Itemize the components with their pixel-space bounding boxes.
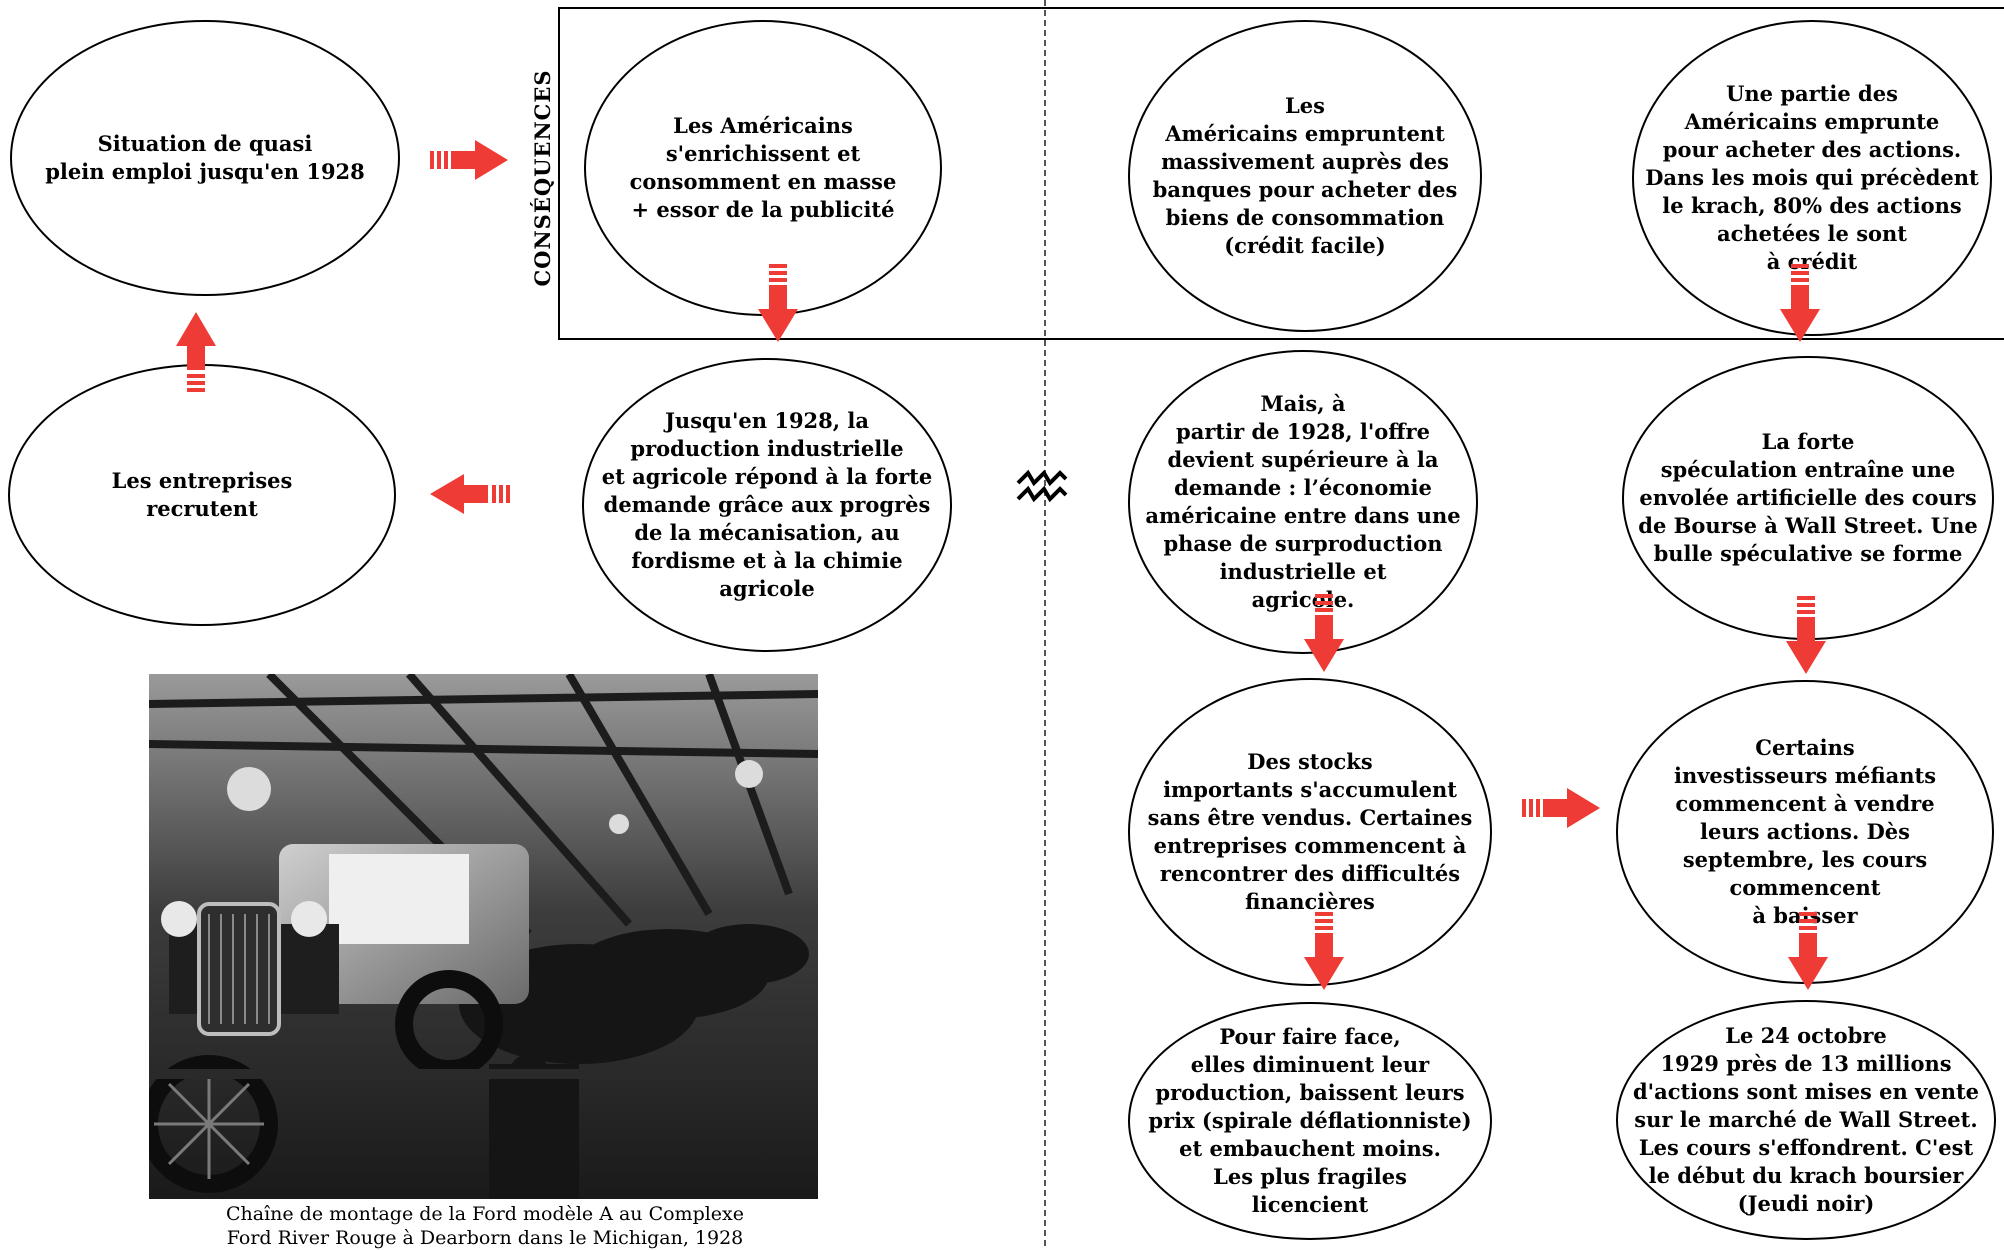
node-overproduction: Mais, à partir de 1928, l'offre devient … — [1128, 350, 1478, 654]
node-enrich-text: Les Américains s'enrichissent et consomm… — [629, 113, 897, 222]
break-wave-icon — [1016, 469, 1068, 503]
node-enrich: Les Américains s'enrichissent et consomm… — [584, 20, 942, 316]
arrow-down-3 — [1304, 594, 1344, 672]
arrow-down-1 — [758, 264, 798, 342]
node-cut: Pour faire face, elles diminuent leur pr… — [1128, 1002, 1492, 1240]
node-krach-text: Le 24 octobre 1929 près de 13 millions d… — [1632, 1023, 1980, 1216]
node-krach: Le 24 octobre 1929 près de 13 millions d… — [1616, 1000, 1996, 1240]
node-sell-text: Certains investisseurs méfiants commence… — [1673, 735, 1937, 928]
arrow-down-2 — [1780, 264, 1820, 342]
photo-caption: Chaîne de montage de la Ford modèle A au… — [225, 1203, 745, 1249]
node-production-text: Jusqu'en 1928, la production industriell… — [601, 408, 933, 601]
node-stocks: Des stocks importants s'accumulent sans … — [1128, 678, 1492, 986]
arrow-right-1 — [430, 140, 508, 180]
node-production: Jusqu'en 1928, la production industriell… — [582, 358, 952, 652]
node-speculation: La forte spéculation entraîne une envolé… — [1622, 356, 1994, 640]
arrow-right-2 — [1522, 788, 1600, 828]
photo-illustration — [149, 674, 818, 1199]
node-hire-text: Les entreprises recrutent — [111, 468, 293, 521]
node-borrow-stocks-text: Une partie des Américains emprunte pour … — [1645, 81, 1979, 274]
arrow-left-1 — [430, 474, 510, 514]
node-full-employment-text: Situation de quasi plein emploi jusqu'en… — [45, 131, 365, 184]
consequences-label: CONSÉQUENCES — [530, 69, 555, 287]
node-borrow-goods: Les Américains empruntent massivement au… — [1128, 20, 1482, 332]
arrow-down-4 — [1786, 596, 1826, 674]
node-overproduction-text: Mais, à partir de 1928, l'offre devient … — [1145, 391, 1461, 612]
arrow-down-6 — [1788, 912, 1828, 990]
arrow-down-5 — [1304, 912, 1344, 990]
ford-assembly-photo — [149, 674, 818, 1199]
consequences-frame — [558, 7, 2004, 340]
node-stocks-text: Des stocks importants s'accumulent sans … — [1147, 749, 1473, 914]
node-full-employment: Situation de quasi plein emploi jusqu'en… — [10, 20, 400, 296]
node-cut-text: Pour faire face, elles diminuent leur pr… — [1148, 1024, 1472, 1217]
node-hire: Les entreprises recrutent — [8, 364, 396, 626]
node-borrow-stocks: Une partie des Américains emprunte pour … — [1632, 20, 1992, 336]
node-speculation-text: La forte spéculation entraîne une envolé… — [1638, 429, 1978, 566]
node-borrow-goods-text: Les Américains empruntent massivement au… — [1152, 93, 1458, 258]
dashed-divider — [1044, 0, 1046, 1246]
node-sell: Certains investisseurs méfiants commence… — [1616, 680, 1994, 984]
arrow-up-1 — [176, 312, 216, 392]
